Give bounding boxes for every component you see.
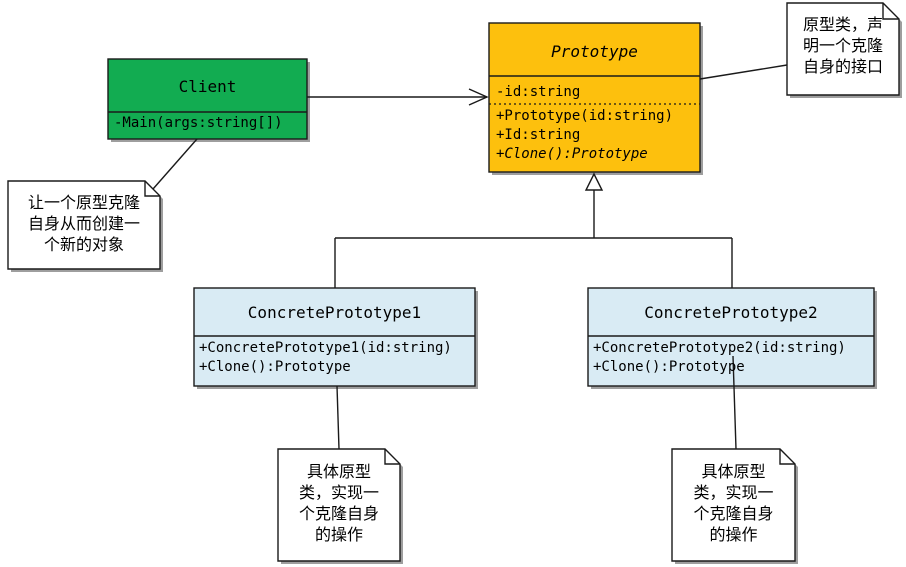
concrete1-note-shape: [277, 448, 401, 562]
concrete2-class-name: ConcretePrototype2: [644, 303, 818, 322]
concrete1-class-box: [193, 287, 476, 387]
concrete1-method-clone: +Clone():Prototype: [199, 359, 351, 375]
open-arrowhead-icon: [468, 88, 489, 106]
concrete2-note-shape: [671, 448, 796, 562]
connectors: [152, 64, 788, 450]
concrete1-method-ctor: +ConcretePrototype1(id:string): [199, 340, 452, 356]
client-class-box: [107, 58, 308, 140]
hollow-triangle-icon: [584, 172, 604, 191]
client-note-fold-icon: [144, 181, 160, 197]
concrete2-note-fold-icon: [779, 449, 795, 465]
prototype-class-box: [488, 22, 701, 173]
concrete2-class-box: [587, 287, 875, 387]
client-method: -Main(args:string[]): [114, 115, 283, 131]
note-link-prototype: [699, 64, 788, 80]
prototype-class-name: Prototype: [551, 42, 638, 61]
client-note-text: 让一个原型克隆 自身从而创建一 个新的对象: [27, 193, 140, 254]
note-shapes: [7, 2, 900, 562]
client-class-name: Client: [178, 77, 237, 96]
prototype-method-ctor: +Prototype(id:string): [496, 108, 674, 124]
concrete2-note-text: 具体原型 类，实现一 个克隆自身 的操作: [693, 462, 774, 544]
prototype-note-fold-icon: [882, 3, 899, 20]
prototype-method-id: +Id:string: [496, 127, 581, 143]
prototype-note-shape: [786, 2, 900, 96]
concrete1-note-text: 具体原型 类，实现一 个克隆自身 的操作: [298, 462, 379, 544]
note-link-client: [152, 138, 198, 190]
prototype-method-clone: +Clone():Prototype: [496, 146, 648, 162]
note-link-concrete1: [336, 385, 340, 450]
concrete2-method-ctor: +ConcretePrototype2(id:string): [593, 340, 846, 356]
prototype-attribute: -id:string: [496, 84, 581, 100]
concrete1-class-name: ConcretePrototype1: [247, 303, 422, 322]
class-boxes: [107, 22, 875, 387]
prototype-note-text: 原型类，声 明一个克隆 自身的接口: [802, 15, 883, 76]
concrete1-note-fold-icon: [384, 449, 400, 465]
note-link-concrete2: [732, 355, 737, 450]
concrete2-method-clone: +Clone():Prototype: [593, 359, 745, 375]
client-note-shape: [7, 180, 161, 270]
